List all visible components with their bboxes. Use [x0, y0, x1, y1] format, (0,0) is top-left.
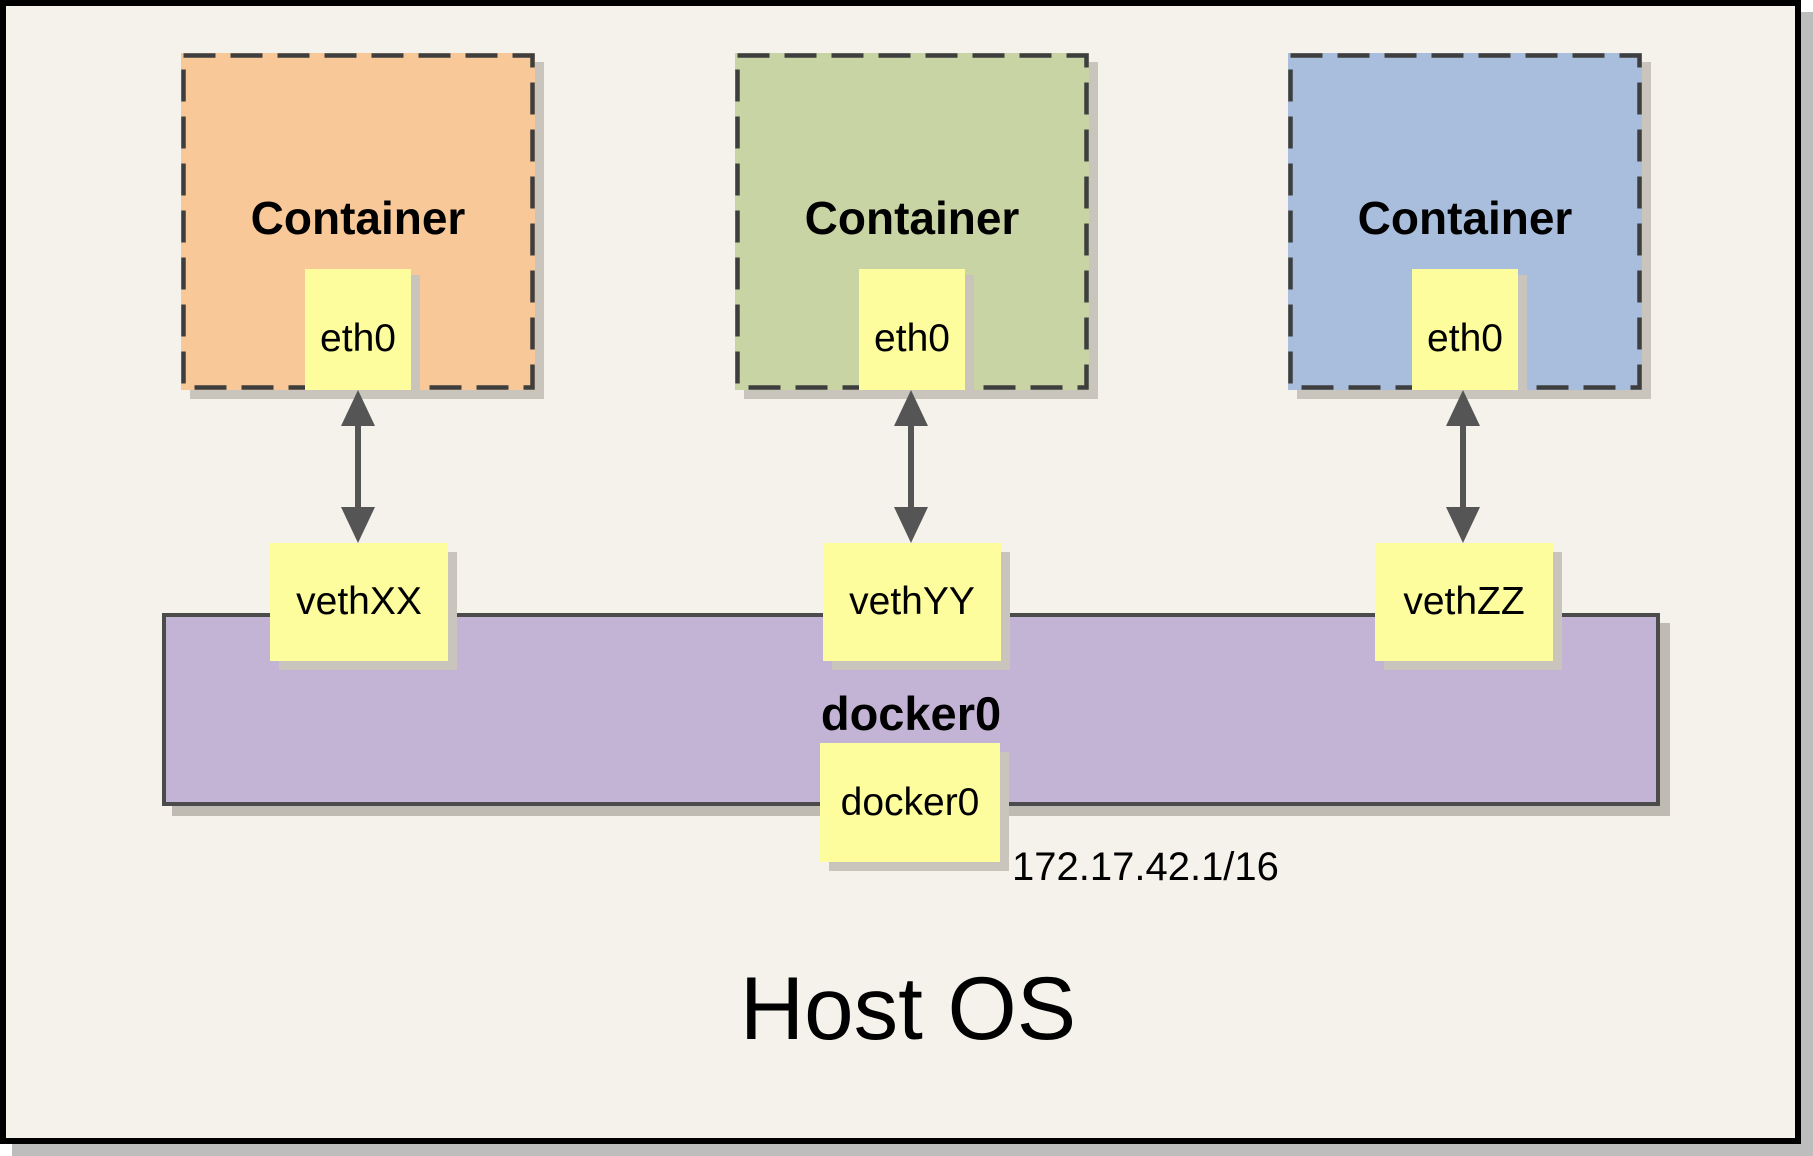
- bidirectional-arrow-icon: [1446, 390, 1480, 543]
- vethzz-box: vethZZ: [1375, 543, 1553, 661]
- docker0-bridge-label: docker0: [820, 687, 1002, 740]
- bidirectional-arrow-icon: [894, 390, 928, 543]
- vethyy-box: vethYY: [823, 543, 1001, 661]
- bridge-ip-label: 172.17.42.1/16: [1012, 845, 1279, 889]
- container-box-3: Container eth0: [1288, 53, 1642, 390]
- container-label: Container: [804, 192, 1020, 244]
- host-os-label: Host OS: [739, 958, 1077, 1058]
- bidirectional-arrow-icon: [341, 390, 375, 543]
- container-label: Container: [250, 192, 466, 244]
- container-box-2: Container eth0: [735, 53, 1089, 390]
- eth0-interface-box: eth0: [859, 269, 965, 390]
- vethxx-box: vethXX: [270, 543, 448, 661]
- docker0-interface-box: docker0: [820, 743, 1000, 862]
- eth0-interface-box: eth0: [1412, 269, 1518, 390]
- container-box-1: Container eth0: [181, 53, 535, 390]
- container-label: Container: [1357, 192, 1573, 244]
- eth0-interface-box: eth0: [305, 269, 411, 390]
